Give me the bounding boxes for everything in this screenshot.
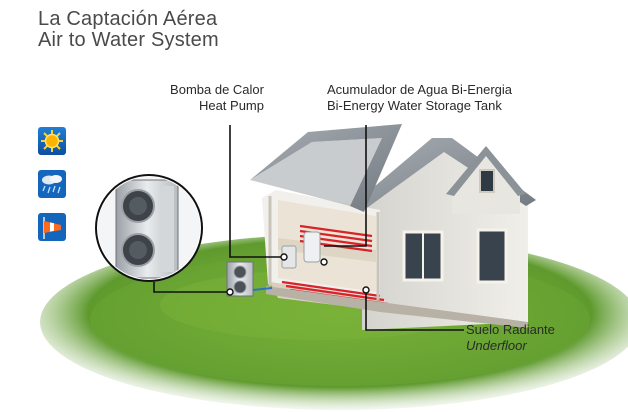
storage-tank [303, 231, 321, 263]
heat-pump-label: Bomba de Calor Heat Pump [120, 82, 264, 114]
underfloor-pipes-upper [299, 224, 373, 253]
title-english: Air to Water System [38, 29, 219, 51]
title-spanish: La Captación Aérea [38, 8, 218, 30]
storage-tank-label-es: Acumulador de Agua Bi-Energia [327, 82, 513, 97]
callout-lines [153, 125, 464, 331]
underfloor-label-en: Underfloor [466, 338, 527, 353]
sun-icon [38, 127, 66, 155]
underfloor-label: Suelo Radiante Underfloor [466, 322, 616, 354]
underfloor-label-es: Suelo Radiante [466, 322, 555, 337]
underfloor-pipes-lower [281, 280, 391, 309]
callout-dots [226, 253, 370, 296]
house [250, 124, 536, 330]
heat-pump-label-en: Heat Pump [198, 98, 264, 113]
storage-tank-label: Acumulador de Agua Bi-Energia Bi-Energy … [327, 82, 587, 114]
windsock-icon [38, 213, 66, 241]
storage-tank-label-en: Bi-Energy Water Storage Tank [327, 98, 502, 113]
diagram-title: La Captación Aérea Air to Water System [38, 9, 219, 51]
rain-icon [38, 170, 66, 198]
heat-pump-zoom [95, 174, 203, 282]
heat-pump-label-es: Bomba de Calor [170, 82, 264, 97]
